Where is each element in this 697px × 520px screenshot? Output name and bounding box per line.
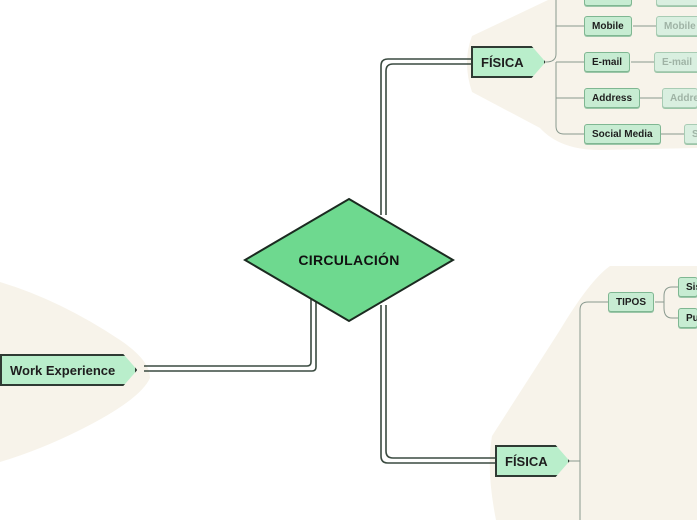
email-value[interactable]: E-mail: [654, 52, 697, 72]
bottom-branch-region: [489, 266, 697, 520]
center-diamond[interactable]: [243, 197, 455, 323]
mobile-item[interactable]: Mobile: [584, 16, 632, 36]
top-fisica-node[interactable]: FÍSICA: [471, 46, 546, 78]
mobile-value[interactable]: Mobile: [656, 16, 697, 36]
bottom-fisica-node[interactable]: FÍSICA: [495, 445, 570, 477]
top-branch-hidden-pill-left[interactable]: [584, 0, 632, 6]
connector-left: [144, 298, 317, 372]
bottom-branch-lines: [568, 286, 678, 520]
top-branch-region: [467, 0, 697, 150]
email-item[interactable]: E-mail: [584, 52, 631, 72]
social-media-item[interactable]: Social Media: [584, 124, 661, 144]
tipos-child-pu[interactable]: Pu: [678, 308, 697, 328]
social-media-value[interactable]: S: [684, 124, 697, 144]
connector-top: [380, 58, 471, 215]
tipos-child-sis[interactable]: Sis: [678, 277, 697, 297]
address-value[interactable]: Addre: [662, 88, 697, 108]
center-label: CIRCULACIÓN: [298, 252, 400, 268]
work-experience-node[interactable]: Work Experience: [0, 354, 137, 386]
top-branch-hidden-pill-right[interactable]: [656, 0, 697, 6]
tipos-item[interactable]: TIPOS: [608, 292, 655, 312]
top-branch-lines: [545, 0, 684, 135]
address-item[interactable]: Address: [584, 88, 641, 108]
connector-bottom: [380, 305, 495, 464]
